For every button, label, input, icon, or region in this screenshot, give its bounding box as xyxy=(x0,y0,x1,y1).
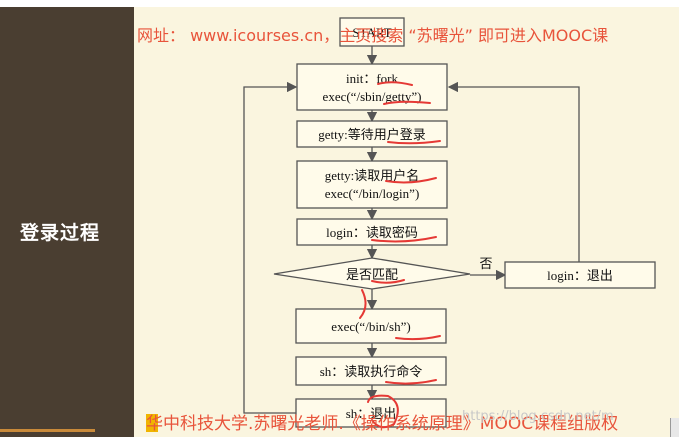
logout-label: login：退出 xyxy=(547,268,613,283)
red-annotations xyxy=(359,81,441,429)
underline-username xyxy=(385,177,437,184)
underline-fork xyxy=(377,81,413,86)
underline-login-wait xyxy=(387,140,441,145)
getty-read-node xyxy=(296,160,448,209)
mark-match xyxy=(359,279,405,319)
watermark-top: 网址： www.icourses.cn，主页搜索 “苏曙光” 即可进入MOOC课 xyxy=(137,26,609,45)
csdn-watermark: https://blog.csdn.net/m xyxy=(462,409,614,424)
underline-getty xyxy=(383,100,431,105)
exec-sh-node xyxy=(295,308,447,344)
login-read-label: login：读取密码 xyxy=(326,225,418,240)
decision-diamond xyxy=(273,257,471,290)
logout-node xyxy=(504,261,656,289)
top-strip xyxy=(0,0,679,7)
init-node-line1: init：fork xyxy=(346,71,398,86)
circle-exit xyxy=(367,394,399,429)
getty-wait-label: getty:等待用户登录 xyxy=(318,127,426,142)
no-branch-label: 否 xyxy=(479,256,492,271)
getty-read-line1: getty:读取用户名 xyxy=(325,168,420,183)
sidebar xyxy=(0,7,134,437)
start-node xyxy=(339,17,405,47)
corner-badge xyxy=(670,418,679,437)
sh-exit-label: sh：退出 xyxy=(346,406,397,421)
underline-sh xyxy=(395,335,441,341)
sidebar-title: 登录过程 xyxy=(20,222,101,244)
highlight-bar xyxy=(146,414,158,432)
loop-right-line xyxy=(447,81,580,262)
exec-sh-label: exec(“/bin/sh”) xyxy=(331,319,410,334)
watermark-bottom: 华中科技大学.苏曙光老师.《操作系统原理》MOOC课程组版权 xyxy=(146,414,619,434)
underline-password xyxy=(371,236,437,243)
loop-left-line xyxy=(243,81,298,414)
init-node-line2: exec(“/sbin/getty”) xyxy=(323,89,422,104)
sh-read-node xyxy=(295,356,447,386)
underline-exec-cmd xyxy=(385,379,437,385)
sidebar-accent-line xyxy=(0,429,95,432)
sh-read-label: sh：读取执行命令 xyxy=(320,364,423,379)
getty-read-line2: exec(“/bin/login”) xyxy=(325,186,420,201)
start-node-label: START xyxy=(352,25,391,40)
decision-label: 是否匹配 xyxy=(346,267,398,282)
